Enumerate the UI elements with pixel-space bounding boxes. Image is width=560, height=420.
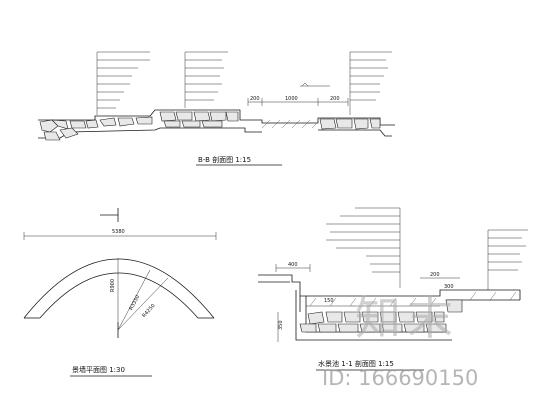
dim-pool-200: 200 <box>430 272 440 278</box>
dim-pool-150: 150 <box>324 298 334 304</box>
dim-pool-left: 350 <box>278 320 284 330</box>
pool-stone-fill <box>299 299 463 333</box>
stone-fill-middle <box>159 111 239 128</box>
dim-plan-r3: R4250 <box>141 303 156 319</box>
pool-hatch <box>309 291 517 307</box>
stone-fill-right <box>319 118 381 130</box>
dim-pool-400: 400 <box>288 262 298 268</box>
plan-view: 5380 R900 R3350 R4250 景墙平面图 1:30 <box>23 208 217 377</box>
leader-notes-right <box>350 51 392 101</box>
dim-plan-r1: R900 <box>110 279 116 292</box>
watermark-logo: 知末 <box>355 291 459 345</box>
dim-plan-width: 5380 <box>112 229 125 235</box>
title-plan: 景墙平面图 1:30 <box>72 365 125 374</box>
title-section-pool: 水景池 1-1 剖面图 1:15 <box>318 359 394 368</box>
dim-plan-r2: R3350 <box>128 294 141 311</box>
dim-bb-200a: 200 <box>250 96 260 102</box>
title-section-bb: B-B 剖面图 1:15 <box>198 155 251 164</box>
stone-fill-left <box>39 116 153 141</box>
leader-notes-left <box>97 51 150 109</box>
dim-bb-1000: 1000 <box>285 96 298 102</box>
dim-pool-300: 300 <box>444 284 454 290</box>
leader-notes-middle <box>185 51 228 101</box>
soil-hatch <box>261 119 319 129</box>
section-pool: 400 200 300 150 350 水景池 1-1 剖面图 1:15 <box>258 207 528 371</box>
section-bb: 200 1000 200 B-B 剖面图 1:15 <box>38 51 395 166</box>
watermark-id: ID: 166690150 <box>322 366 479 390</box>
pool-leader-notes <box>326 207 528 273</box>
dim-bb-200b: 200 <box>330 96 340 102</box>
